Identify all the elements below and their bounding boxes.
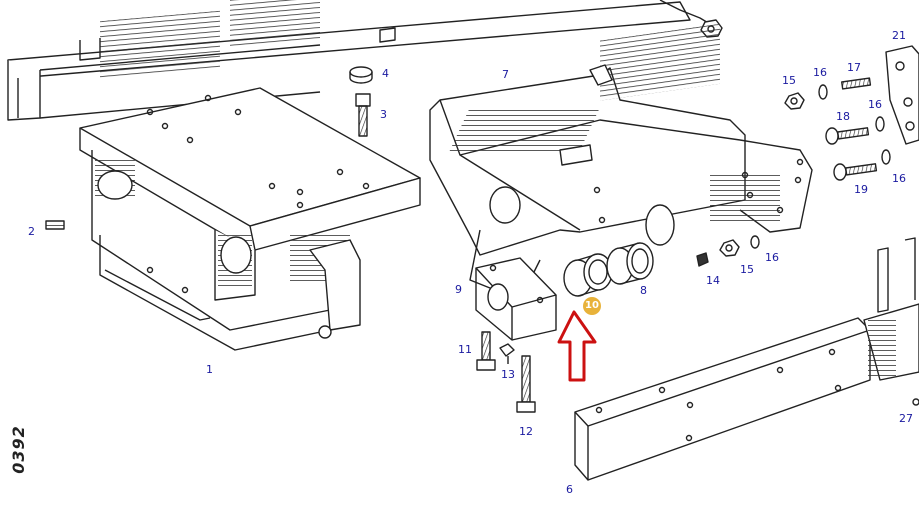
- part-27-end-rail: [863, 237, 919, 406]
- part-label-18: 18: [836, 110, 850, 123]
- part-label-1: 1: [206, 363, 213, 376]
- part-label-19: 19: [854, 183, 868, 196]
- part-label-27: 27: [899, 412, 913, 425]
- part-13-grease-fitting: [499, 343, 515, 364]
- part-label-9: 9: [455, 283, 462, 296]
- part-7-carrier-frame: [429, 23, 813, 301]
- highlight-badge-10: 10: [583, 297, 601, 315]
- part-label-3: 3: [380, 108, 387, 121]
- part-10-bushing: [563, 253, 613, 297]
- part-15-16-17-upper-fasteners: [784, 77, 872, 110]
- part-label-6: 6: [566, 483, 573, 496]
- part-15-16-nut-washer-lower: [719, 235, 760, 257]
- part-6-channel-rail: [574, 317, 871, 481]
- drawing-code: 0392: [8, 425, 28, 474]
- part-label-16b: 16: [868, 98, 882, 111]
- part-21-bracket: [885, 45, 919, 145]
- part-label-17: 17: [847, 61, 861, 74]
- part-label-15a: 15: [782, 74, 796, 87]
- highlight-arrow: [557, 310, 597, 382]
- part-1-housing: [79, 87, 421, 351]
- part-label-16d: 16: [765, 251, 779, 264]
- part-label-16a: 16: [813, 66, 827, 79]
- part-12-bolt: [516, 355, 536, 413]
- part-2-set-screw: [45, 220, 65, 230]
- part-label-11: 11: [458, 343, 472, 356]
- part-label-13: 13: [501, 368, 515, 381]
- part-3-bolt: [355, 93, 371, 137]
- part-label-4: 4: [382, 67, 389, 80]
- part-label-16c: 16: [892, 172, 906, 185]
- part-label-12: 12: [519, 425, 533, 438]
- part-8-sleeve: [606, 242, 654, 285]
- part-14-nut: [696, 252, 709, 267]
- top-frame-rail: [7, 0, 721, 121]
- part-4-cap: [349, 66, 373, 84]
- part-label-15b: 15: [740, 263, 754, 276]
- part-18-bolt: [825, 116, 885, 145]
- part-19-bolt: [833, 149, 891, 181]
- part-label-14: 14: [706, 274, 720, 287]
- part-label-2: 2: [28, 225, 35, 238]
- part-label-7: 7: [502, 68, 509, 81]
- part-9-bearing-block: [475, 257, 557, 341]
- part-11-bolt: [476, 331, 496, 371]
- part-label-21: 21: [892, 29, 906, 42]
- part-label-8: 8: [640, 284, 647, 297]
